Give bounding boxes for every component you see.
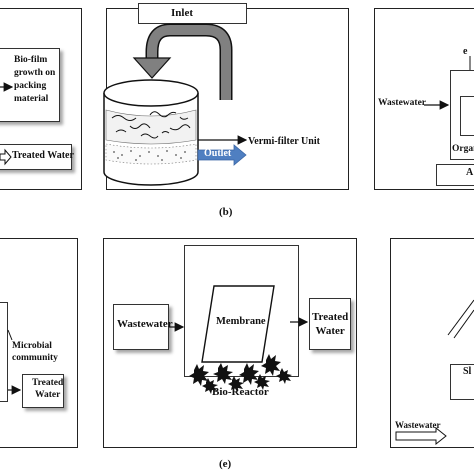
inlet-arrow-head [132, 57, 172, 79]
organ-label: Organ [452, 144, 474, 154]
gravel-dots [113, 150, 186, 161]
outlet-label: Outlet [204, 148, 232, 159]
wastewater-label-e: Wastewater [117, 318, 173, 330]
gravel-layer [105, 143, 197, 165]
treated-water-label-d: Treated Water [32, 378, 64, 400]
worm-squiggles [111, 111, 191, 139]
hollow-arrow-a [0, 148, 12, 166]
microbial-flocs [189, 354, 292, 394]
vermi-filter-label: Vermi-filter Unit [248, 136, 320, 147]
wastewater-label-f: Wastewater [395, 420, 441, 430]
membrane-label: Membrane [216, 316, 266, 327]
bedding-layer [105, 109, 197, 145]
wastewater-box-e [113, 304, 169, 350]
microbial-column [0, 302, 8, 402]
treated-water-box-d [22, 374, 64, 408]
wastewater-label-c: Wastewater [378, 98, 427, 108]
membrane-shape [201, 285, 275, 363]
hollow-arrow-f [395, 426, 447, 446]
sh-box [450, 364, 474, 400]
organ-inner-box [460, 96, 474, 136]
vermi-filter-cylinder-top [103, 79, 199, 107]
panel-f [390, 238, 474, 448]
treated-water-box-e [309, 298, 351, 350]
arrow-d-microbial [7, 329, 13, 341]
microbial-community-label: Microbial community [12, 341, 58, 363]
inlet-curved-arrow-fill [147, 25, 231, 100]
a-label: A [466, 167, 474, 178]
treated-water-label-a: Treated Water [12, 150, 74, 161]
inlet-label: Inlet [171, 7, 193, 19]
sh-label: Sl [463, 366, 472, 377]
treated-water-label-e: Treated Water [312, 311, 349, 337]
partial-label-c-top: e [463, 46, 468, 57]
caption-b: (b) [219, 206, 233, 218]
outlet-arrow [197, 144, 247, 166]
panel-d [0, 238, 78, 448]
bioreactor-label: Bio-Reactor [212, 386, 269, 398]
biofilm-label: Bio-film growth on packing material [14, 55, 56, 104]
membrane-line-f2 [453, 309, 474, 339]
membrane-line-f1 [447, 299, 474, 336]
caption-e: (e) [219, 458, 232, 470]
a-box [436, 164, 474, 186]
treated-water-box-a [0, 144, 72, 170]
